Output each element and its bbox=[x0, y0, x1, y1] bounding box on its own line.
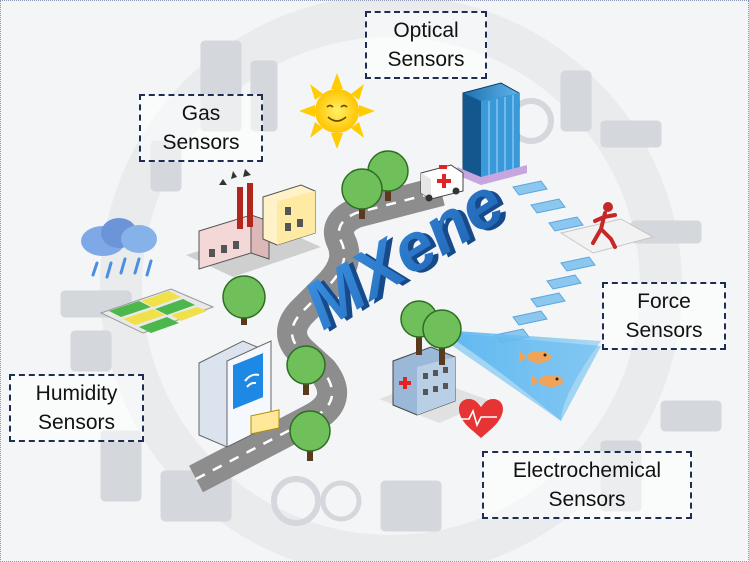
humidity-sensors-label: Humidity Sensors bbox=[9, 374, 144, 442]
road bbox=[189, 176, 445, 493]
smoke-icon bbox=[219, 169, 251, 185]
gas-label-line1: Gas bbox=[181, 102, 221, 125]
sun-icon bbox=[299, 73, 375, 149]
optical-sensors-label: Optical Sensors bbox=[365, 11, 487, 79]
data-path-tiles bbox=[494, 180, 596, 344]
runner-icon bbox=[559, 202, 655, 254]
optical-label-line2: Sensors bbox=[387, 48, 465, 71]
tree-icon bbox=[422, 309, 462, 365]
trees bbox=[222, 150, 462, 461]
gas-label-line2: Sensors bbox=[162, 131, 240, 154]
electrochemical-label-line1: Electrochemical bbox=[512, 459, 662, 482]
ambulance-icon bbox=[420, 164, 464, 202]
electrochemical-sensors-label: Electrochemical Sensors bbox=[482, 451, 692, 519]
tree-icon bbox=[341, 168, 383, 219]
tree-icon bbox=[289, 410, 331, 461]
skyscraper-icon bbox=[457, 82, 527, 185]
force-sensors-label: Force Sensors bbox=[602, 282, 726, 350]
force-label-line2: Sensors bbox=[625, 319, 703, 342]
tree-icon bbox=[286, 345, 326, 395]
optical-label-line1: Optical bbox=[393, 19, 459, 42]
force-label-line1: Force bbox=[637, 290, 691, 313]
tree-icon bbox=[222, 275, 266, 325]
factory-icon bbox=[186, 169, 321, 277]
humidity-sensor-grid-icon bbox=[99, 288, 215, 334]
fish-icon bbox=[519, 351, 563, 387]
phone-nfc-icon bbox=[198, 340, 280, 448]
water-beam-icon bbox=[431, 331, 601, 421]
gas-sensors-label: Gas Sensors bbox=[139, 94, 263, 162]
heart-icon bbox=[459, 399, 503, 438]
humidity-label-line2: Sensors bbox=[37, 411, 116, 434]
electrochemical-label-line2: Sensors bbox=[548, 488, 626, 511]
humidity-label-line1: Humidity bbox=[35, 382, 118, 405]
rain-cloud-icon bbox=[81, 218, 157, 279]
